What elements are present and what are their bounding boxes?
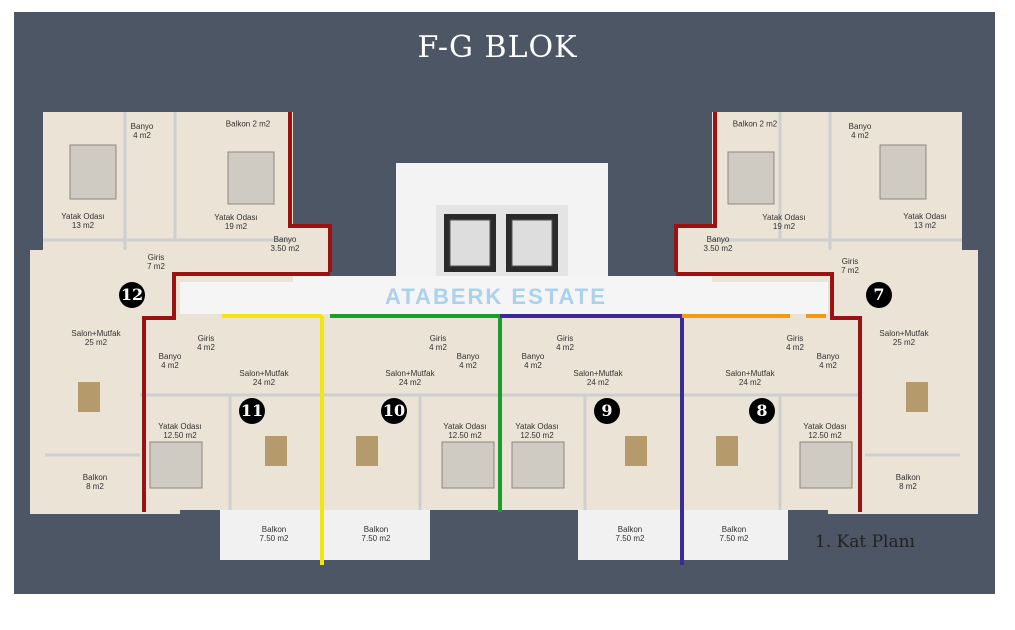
room-label: Banyo 4 m2 [456,352,480,370]
room-label: Yatak Odası 13 m2 [61,212,105,230]
unit-number-10: 10 [381,398,407,424]
room-label: Salon+Mutfak 24 m2 [573,369,623,387]
room-label: Giris 4 m2 [429,334,447,352]
room-label: Salon+Mutfak 24 m2 [725,369,775,387]
room-label: Giris 4 m2 [786,334,804,352]
coffee-table [716,436,738,466]
bed [511,441,565,489]
room-label: Banyo 4 m2 [158,352,182,370]
elevator-right-cabin [511,219,553,267]
bed [879,144,927,200]
bed [149,441,203,489]
room-label: Balkon 7.50 m2 [719,525,749,543]
room-label: Salon+Mutfak 24 m2 [239,369,289,387]
corridor [176,276,832,314]
room-label: Balkon 8 m2 [895,473,921,491]
room-label: Giris 7 m2 [841,257,859,275]
unit-number-7: 7 [866,282,892,308]
room-label: Yatak Odası 12.50 m2 [515,422,559,440]
coffee-table [906,382,928,412]
room-label: Giris 4 m2 [556,334,574,352]
room-label: Giris 4 m2 [197,334,215,352]
room-label: Banyo 4 m2 [848,122,872,140]
unit-number-9: 9 [594,398,620,424]
coffee-table [78,382,100,412]
room-label: Salon+Mutfak 25 m2 [879,329,929,347]
left-top-wing-lower [176,226,330,276]
block-title: F-G BLOK [417,30,578,65]
floor-plan-label: 1. Kat Planı [814,532,915,552]
room-label: Balkon 7.50 m2 [259,525,289,543]
bed [441,441,495,489]
unit-number-11: 11 [239,398,265,424]
room-label: Balkon 8 m2 [82,473,108,491]
room-label: Banyo 4 m2 [521,352,545,370]
unit-divider-purple [500,314,684,565]
bed [69,144,117,200]
room-label: Banyo 4 m2 [816,352,840,370]
room-label: Yatak Odası 19 m2 [762,213,806,231]
room-label: Yatak Odası 19 m2 [214,213,258,231]
coffee-table [265,436,287,466]
room-label: Yatak Odası 13 m2 [903,212,947,230]
room-label: Banyo 3.50 m2 [270,235,300,253]
bed [227,151,275,205]
room-label: Yatak Odası 12.50 m2 [158,422,202,440]
unit-number-8: 8 [749,398,775,424]
bed [727,151,775,205]
unit-divider-yellow [222,314,324,565]
furniture [69,144,928,489]
right-top-wing-lower [676,226,830,276]
room-label: Balkon 7.50 m2 [361,525,391,543]
room-label: Balkon 7.50 m2 [615,525,645,543]
room-label: Balkon 2 m2 [225,119,271,129]
room-label: Salon+Mutfak 25 m2 [71,329,121,347]
room-label: Giris 7 m2 [147,253,165,271]
room-label: Banyo 4 m2 [130,122,154,140]
room-label: Banyo 3.50 m2 [703,235,733,253]
coffee-table [625,436,647,466]
balcony-bottom-left [220,510,430,560]
unit-divider-green [330,314,502,512]
room-label: Yatak Odası 12.50 m2 [443,422,487,440]
unit-number-12: 12 [119,282,145,308]
coffee-table [356,436,378,466]
room-label: Balkon 2 m2 [732,119,778,129]
elevator-left-cabin [449,219,491,267]
watermark: ATABERK ESTATE [385,284,607,309]
unit-dividers-red [142,112,862,512]
bed [799,441,853,489]
room-label: Salon+Mutfak 24 m2 [385,369,435,387]
room-label: Yatak Odası 12.50 m2 [803,422,847,440]
